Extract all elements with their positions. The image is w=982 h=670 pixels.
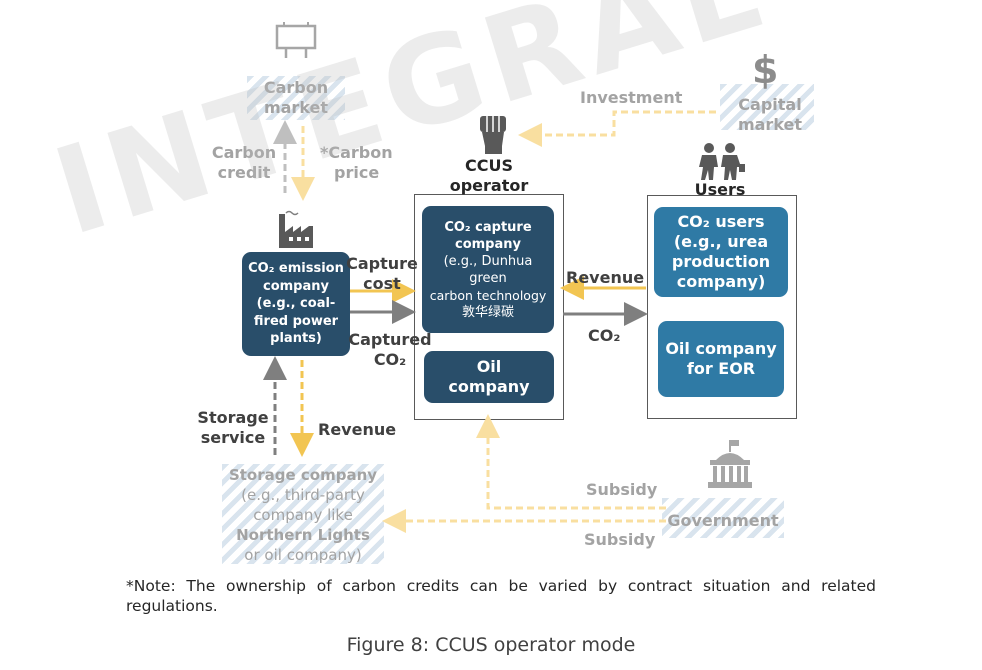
government-hatch bbox=[662, 498, 784, 538]
capture-cost-line1: Capture bbox=[346, 254, 418, 273]
storage-company-line5: or oil company) bbox=[244, 546, 362, 564]
dollar-icon: $ bbox=[752, 48, 779, 92]
capital-market-hatch bbox=[720, 84, 814, 130]
revenue-users-label: Revenue bbox=[566, 268, 645, 287]
capital-market-label: Capital market bbox=[720, 95, 820, 135]
storage-service-line2: service bbox=[200, 428, 266, 447]
capital-market-line2: market bbox=[737, 115, 803, 134]
carbon-credit-label: Carbon credit bbox=[205, 143, 283, 183]
users-title: Users bbox=[694, 180, 746, 199]
subsidy-operator-arrow bbox=[476, 414, 666, 510]
storage-service-label: Storage service bbox=[196, 408, 270, 448]
capital-market-line1: Capital bbox=[738, 95, 802, 114]
capture-line1: CO₂ capture bbox=[444, 219, 532, 235]
capture-line3: (e.g., Dunhua bbox=[443, 253, 533, 269]
storage-company-line4: Northern Lights bbox=[236, 526, 370, 544]
ccus-operator-line1: CCUS bbox=[465, 156, 513, 175]
emission-line3: (e.g., coal- bbox=[256, 296, 336, 312]
capture-line4: green bbox=[469, 270, 507, 286]
investment-label: Investment bbox=[580, 88, 683, 107]
carbon-credit-line2: credit bbox=[217, 163, 271, 182]
co2-capture-company-box: CO₂ capture company (e.g., Dunhua green … bbox=[422, 206, 554, 333]
oil-company-eor-box: Oil company for EOR bbox=[658, 321, 784, 397]
subsidy-top-label: Subsidy bbox=[586, 480, 658, 499]
captured-co2-line2: CO₂ bbox=[373, 350, 407, 369]
capture-line5: carbon technology bbox=[429, 287, 547, 303]
factory-icon bbox=[279, 210, 313, 248]
storage-company-hatch bbox=[222, 464, 384, 564]
footnote: *Note: The ownership of carbon credits c… bbox=[126, 577, 876, 615]
emission-line4: fired power bbox=[253, 313, 339, 329]
oil-company-line1: Oil bbox=[476, 357, 502, 376]
co2-users-line2: (e.g., urea bbox=[673, 232, 769, 251]
investment-arrow bbox=[518, 110, 716, 147]
capture-cost-label: Capture cost bbox=[346, 254, 418, 294]
storage-company-line2: (e.g., third-party bbox=[241, 486, 365, 504]
oil-eor-line1: Oil company bbox=[665, 339, 777, 358]
oil-eor-line2: for EOR bbox=[686, 359, 756, 378]
emission-line2: company bbox=[263, 278, 329, 294]
figure-caption: Figure 8: CCUS operator mode bbox=[346, 634, 636, 656]
carbon-market-hatch bbox=[247, 76, 345, 120]
co2-users-box: CO₂ users (e.g., urea production company… bbox=[654, 207, 788, 297]
co2-flow-label: CO₂ bbox=[588, 326, 621, 345]
carbon-market-label: Carbon market bbox=[247, 78, 345, 118]
capture-line2: company bbox=[455, 236, 521, 252]
revenue-storage-label: Revenue bbox=[318, 420, 397, 439]
government-building-icon bbox=[708, 440, 752, 488]
emission-line5: plants) bbox=[270, 331, 322, 347]
carbon-price-line2: price bbox=[334, 163, 380, 182]
storage-company-line3: company like bbox=[253, 506, 353, 524]
billboard-icon bbox=[275, 22, 317, 58]
carbon-price-line1: *Carbon bbox=[320, 143, 393, 162]
co2-users-line4: company) bbox=[676, 272, 766, 291]
oil-company-line2: company bbox=[448, 377, 530, 396]
co2-emission-company-box: CO₂ emission company (e.g., coal- fired … bbox=[242, 252, 350, 356]
capture-cost-line2: cost bbox=[363, 274, 401, 293]
capture-line6: 敦华绿碳 bbox=[461, 304, 514, 320]
users-icon bbox=[699, 143, 745, 180]
storage-company-line1: Storage company bbox=[228, 466, 378, 484]
emission-line1: CO₂ emission bbox=[248, 261, 344, 277]
storage-company-label: Storage company (e.g., third-party compa… bbox=[214, 465, 392, 565]
fist-icon bbox=[480, 116, 506, 154]
ccus-operator-line2: operator bbox=[449, 176, 529, 195]
carbon-price-label: *Carbon price bbox=[320, 143, 400, 183]
co2-users-line3: production bbox=[671, 252, 771, 271]
captured-co2-line1: Captured bbox=[348, 330, 432, 349]
oil-company-box: Oil company bbox=[424, 351, 554, 403]
captured-co2-label: Captured CO₂ bbox=[348, 330, 432, 370]
co2-users-line1: CO₂ users bbox=[677, 212, 765, 231]
ccus-operator-label: CCUS operator bbox=[440, 156, 538, 196]
subsidy-bottom-label: Subsidy bbox=[584, 530, 656, 549]
storage-service-line1: Storage bbox=[197, 408, 269, 427]
carbon-market-line1: Carbon bbox=[263, 78, 329, 97]
carbon-market-line2: market bbox=[263, 98, 329, 117]
carbon-credit-line1: Carbon bbox=[211, 143, 277, 162]
government-label: Government bbox=[667, 511, 779, 530]
